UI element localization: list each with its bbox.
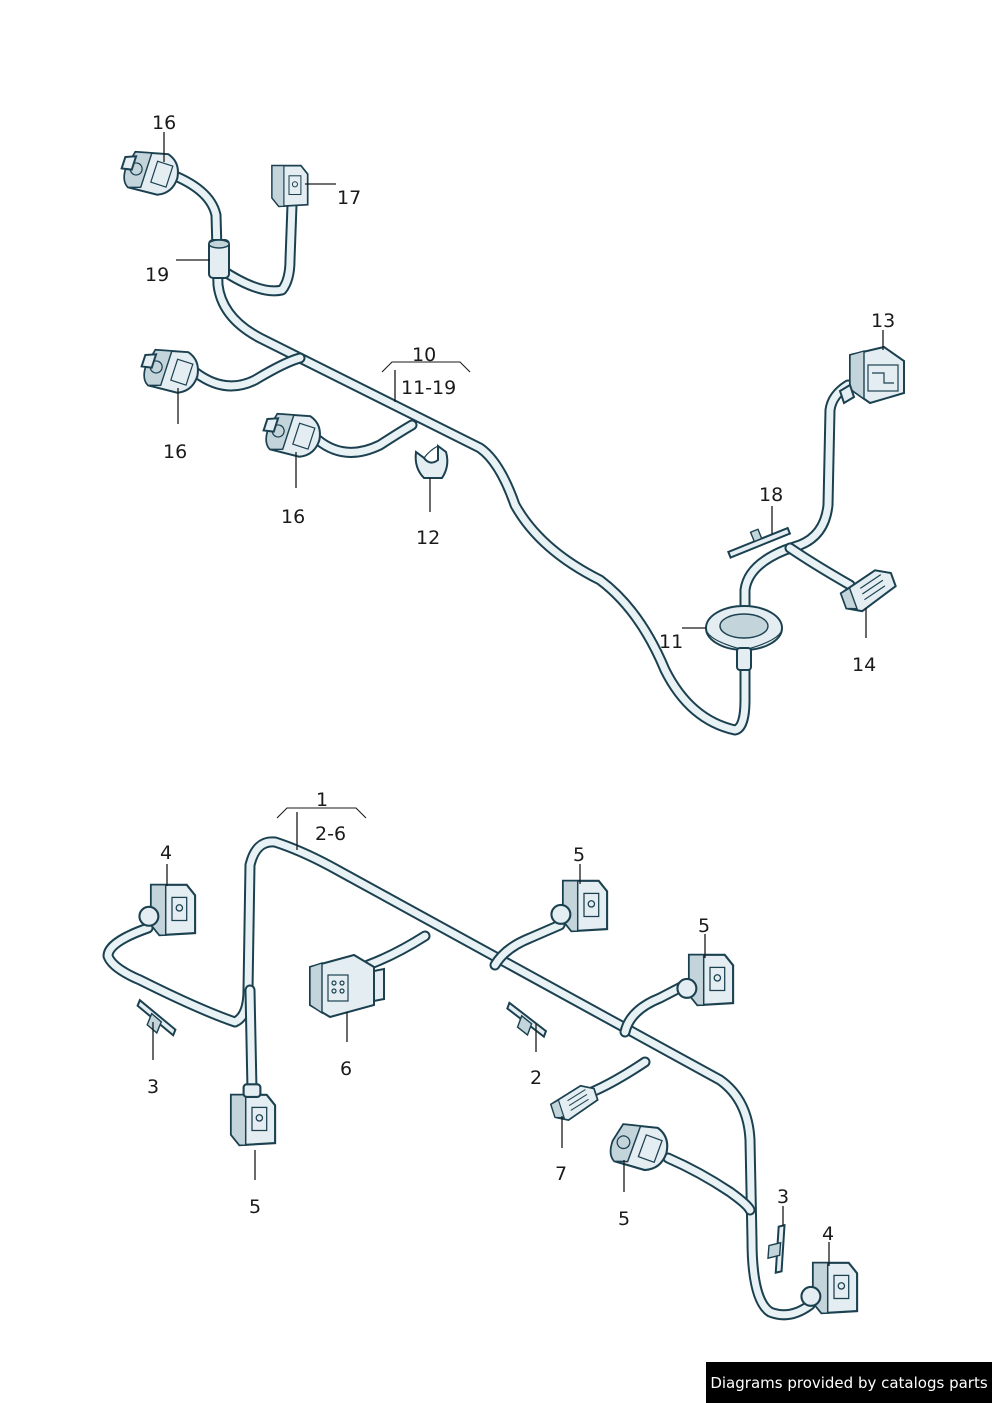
callout-4-right: 4: [822, 1223, 834, 1245]
callout-6: 6: [340, 1058, 352, 1080]
connector-6: [309, 953, 385, 1019]
callout-3-right: 3: [777, 1186, 789, 1208]
clip-2: [500, 1001, 552, 1042]
callout-17: 17: [337, 187, 361, 209]
callout-5-left: 5: [249, 1196, 261, 1218]
callout-12: 12: [416, 527, 440, 549]
callout-3-left: 3: [147, 1076, 159, 1098]
connector-5-right: [676, 953, 735, 1007]
bracket-3-right: [760, 1224, 797, 1275]
bracket-3-left: [129, 999, 182, 1040]
callout-5-bottom: 5: [618, 1208, 630, 1230]
callout-7: 7: [555, 1163, 567, 1185]
assembly-1-range: 2-6: [315, 823, 346, 845]
callout-18: 18: [759, 484, 783, 506]
connector-13: [838, 345, 905, 405]
lower-callout-labels: 4 3 5 6 2 7 5 5 5 3 4 1 2-6: [147, 789, 834, 1245]
callout-19: 19: [145, 264, 169, 286]
lower-leader-lines: [152, 807, 830, 1266]
callout-13: 13: [871, 310, 895, 332]
upper-harness-assembly: 16 17 19 16 16 12 13 18 11 14 10 11-19: [119, 112, 905, 736]
upper-leader-lines: [163, 132, 884, 638]
grommet-11: [705, 605, 783, 671]
connector-16-top: [119, 142, 185, 202]
callout-16-middle: 16: [163, 441, 187, 463]
catalog-credit-badge[interactable]: Diagrams provided by catalogs parts: [706, 1362, 992, 1403]
cable-clip-12: [414, 444, 449, 479]
assembly-10-range: 11-19: [401, 377, 456, 399]
connector-16-lower: [261, 404, 327, 464]
lower-harness-assembly: 4 3 5 6 2 7 5 5 5 3 4 1 2-6: [102, 789, 859, 1321]
callout-4-left: 4: [160, 842, 172, 864]
callout-16-lower: 16: [281, 506, 305, 528]
lower-harness-cable: [102, 836, 816, 1321]
callout-2: 2: [530, 1067, 542, 1089]
assembly-1-part-number: 1: [316, 789, 328, 811]
upper-harness-cable: [159, 166, 856, 736]
assembly-10-part-number: 10: [412, 344, 436, 366]
connector-5-bottom: [605, 1113, 675, 1179]
callout-16-top: 16: [152, 112, 176, 134]
connector-4-right: [800, 1261, 859, 1315]
upper-callout-labels: 16 17 19 16 16 12 13 18 11 14 10 11-19: [145, 112, 895, 676]
catalog-credit-text: Diagrams provided by catalogs parts: [710, 1373, 988, 1392]
connector-17: [271, 164, 309, 208]
connector-16-middle: [139, 340, 205, 400]
callout-5-right: 5: [698, 915, 710, 937]
connector-14: [836, 564, 901, 617]
connector-4-left: [138, 883, 197, 937]
connector-7: [547, 1081, 602, 1125]
callout-11: 11: [659, 631, 683, 653]
callout-5-upper: 5: [573, 844, 585, 866]
connector-5-upper: [550, 879, 609, 933]
callout-14: 14: [852, 654, 876, 676]
connector-5-left: [229, 1083, 277, 1147]
clip-18: [727, 526, 792, 559]
